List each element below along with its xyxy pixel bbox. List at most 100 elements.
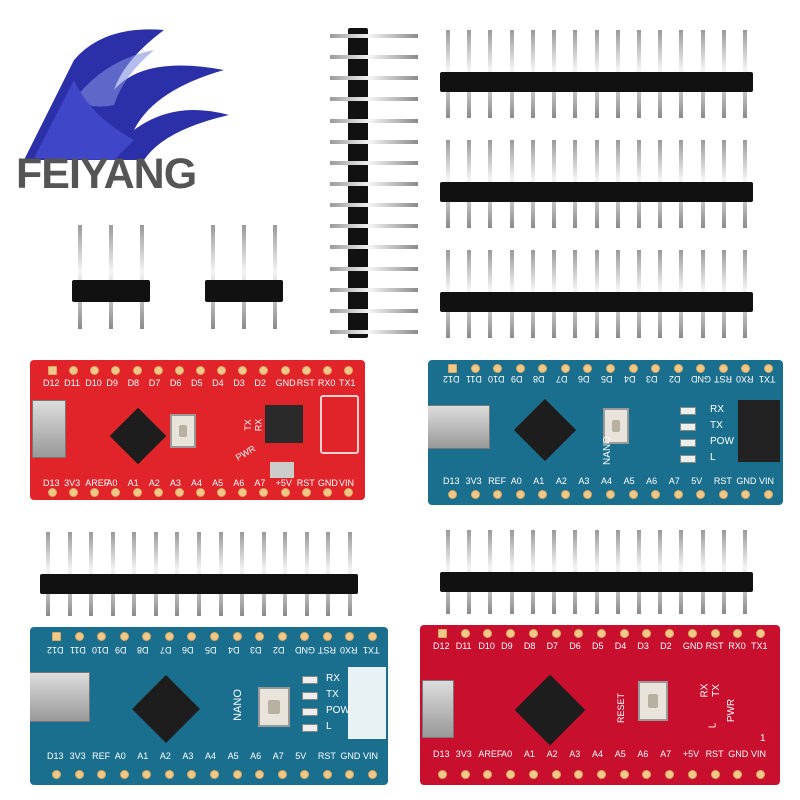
- bottom-pin-label: A6: [250, 751, 262, 761]
- pin-pad: [696, 364, 706, 373]
- pin-pad: [111, 488, 121, 497]
- top-pin-label: D2: [254, 378, 266, 388]
- chip-label: NANO: [601, 436, 613, 465]
- bottom-pin-label: A5: [623, 476, 635, 486]
- pin-pad: [232, 632, 242, 641]
- top-pin-label: D9: [510, 374, 523, 384]
- pin-pad: [210, 632, 219, 641]
- header-pin: [330, 139, 418, 144]
- horizontal-pin-header-5: [440, 530, 755, 615]
- status-led: [302, 724, 318, 732]
- bottom-pin-label: A6: [637, 749, 649, 759]
- bottom-pin-label: 5V: [295, 751, 307, 761]
- top-pin-label: D5: [601, 374, 613, 384]
- pin-pad: [69, 366, 79, 375]
- top-pin-label: D7: [159, 645, 172, 655]
- antenna-trace: [320, 395, 359, 454]
- top-pin-label: D5: [592, 641, 604, 651]
- pin-pad: [493, 490, 503, 499]
- top-pin-label: RST: [713, 374, 732, 384]
- reset-button: [258, 687, 290, 727]
- top-pin-label: D4: [227, 645, 240, 655]
- led-label: RX: [710, 404, 724, 415]
- pin-pad: [687, 629, 697, 638]
- pin-pad: [538, 490, 548, 499]
- pin-pad: [551, 770, 561, 779]
- pin-pad: [142, 632, 152, 641]
- pin-pad: [733, 629, 743, 638]
- top-pin-label: D3: [233, 378, 245, 388]
- bottom-pin-label: 3V3: [69, 751, 86, 761]
- bottom-pin-label: A4: [191, 478, 203, 488]
- pin-pad: [506, 629, 516, 638]
- bottom-pin-label: VIN: [363, 751, 379, 761]
- top-pin-label: D8: [523, 641, 536, 651]
- header-pin: [330, 330, 418, 334]
- horizontal-pin-header-2: [440, 140, 755, 230]
- pin-pad: [280, 366, 290, 375]
- top-pin-label: D11: [64, 378, 80, 388]
- pin-pad: [597, 629, 606, 638]
- top-pin-label: D11: [69, 645, 86, 655]
- top-pin-label: D10: [488, 374, 505, 384]
- pin-pad: [448, 490, 457, 499]
- header-pin: [109, 225, 113, 329]
- top-pin-label: D5: [191, 378, 203, 388]
- pin-pad: [232, 770, 242, 779]
- pin-pad: [277, 770, 287, 779]
- top-pin-label: D6: [169, 378, 182, 388]
- pin-pad: [280, 488, 290, 497]
- top-pin-label: D11: [465, 374, 482, 384]
- side-label-3: L: [707, 722, 719, 729]
- bottom-pin-label: 3V3: [465, 476, 482, 486]
- top-pin-label: D9: [114, 645, 127, 655]
- bottom-pin-label: GND: [728, 749, 749, 759]
- header-pin: [330, 34, 418, 38]
- bottom-pin-label: A3: [569, 749, 581, 759]
- pin-pad: [665, 770, 675, 779]
- pin-pad: [69, 488, 79, 497]
- top-pin-label: D8: [127, 378, 140, 388]
- top-pin-label: TX1: [759, 374, 776, 384]
- bottom-pin-label: A3: [169, 478, 181, 488]
- bottom-pin-label: 3V3: [64, 478, 81, 488]
- top-pin-label: D4: [614, 641, 627, 651]
- feiyang-logo: [24, 29, 229, 160]
- top-pin-label: GND: [682, 641, 703, 651]
- pin-pad: [696, 490, 706, 499]
- top-pin-label: RST: [705, 641, 724, 651]
- pin-pad: [741, 364, 751, 373]
- pin-pad: [470, 364, 480, 373]
- usb-connector: [30, 672, 90, 722]
- top-pin-label: D4: [623, 374, 636, 384]
- pin-pad: [619, 629, 629, 638]
- bottom-pin-label: D13: [43, 478, 60, 488]
- pin-pad: [560, 364, 570, 373]
- bottom-pin-label: RST: [705, 749, 724, 759]
- pin-pad: [764, 364, 773, 373]
- pin-pad: [733, 770, 743, 779]
- icsp-area: [348, 667, 386, 739]
- pin-pad: [583, 490, 593, 499]
- top-pin-label: D4: [212, 378, 224, 388]
- bottom-pin-label: GND: [340, 751, 361, 761]
- top-pin-label: RST: [296, 378, 315, 388]
- pin-pad: [217, 366, 227, 375]
- header-block: [738, 400, 780, 462]
- pin-pad: [528, 770, 538, 779]
- led-label: TX: [326, 689, 339, 700]
- chip-label: NANO: [231, 689, 244, 721]
- bottom-pin-label: AREF: [478, 749, 503, 759]
- bottom-pin-label: A3: [578, 476, 590, 486]
- pin-pad: [368, 632, 377, 641]
- pin-pad: [238, 488, 248, 497]
- bottom-pin-label: VIN: [339, 478, 355, 488]
- pin-pad: [687, 770, 697, 779]
- pin-pad: [301, 488, 311, 497]
- pin-pad: [483, 770, 493, 779]
- top-pin-label: D12: [443, 374, 460, 384]
- top-pin-label: D9: [106, 378, 118, 388]
- pin-pad: [48, 366, 57, 375]
- pin-pad: [74, 770, 84, 779]
